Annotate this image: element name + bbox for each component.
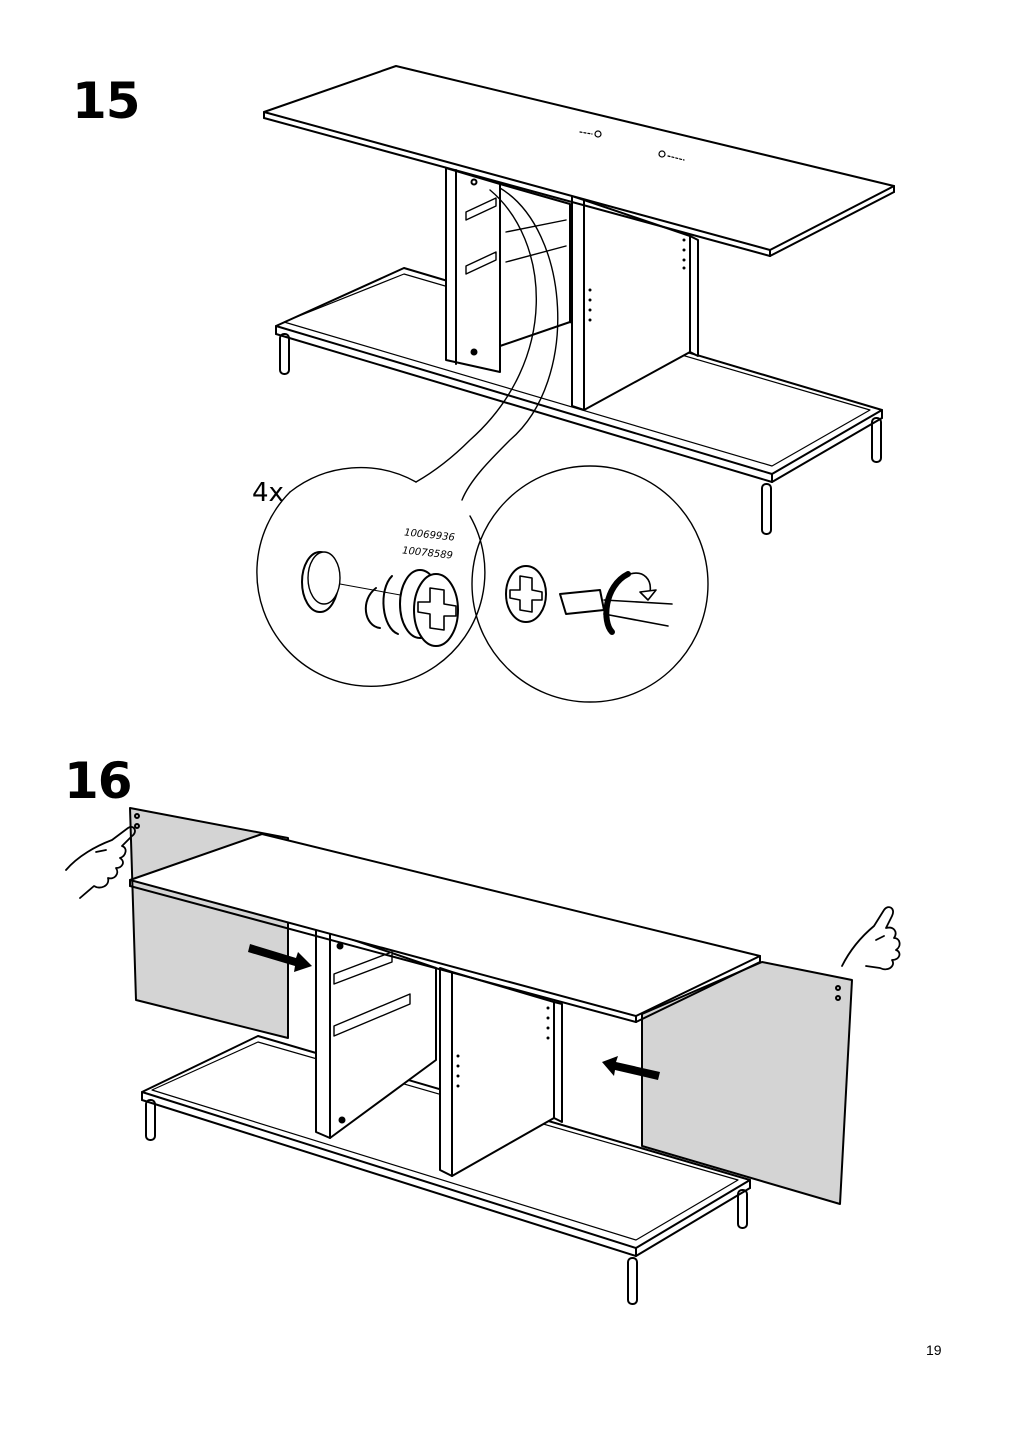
step-15-number: 15 xyxy=(72,72,141,130)
base-frame xyxy=(275,267,883,483)
quantity-label: 4x xyxy=(252,478,284,508)
legs xyxy=(279,333,882,535)
step-15-illustration xyxy=(256,65,895,703)
cam-lock-detail xyxy=(256,466,486,688)
right-panel xyxy=(689,235,699,357)
left-panel xyxy=(445,167,501,373)
left-panel-16 xyxy=(315,927,437,1139)
step-16-number: 16 xyxy=(64,752,133,810)
right-panel-16 xyxy=(553,1001,563,1123)
top-panel-16 xyxy=(129,833,761,1023)
arrow-right xyxy=(248,944,312,972)
page-number: 19 xyxy=(926,1342,942,1358)
pointing-hand-right-icon xyxy=(841,906,901,971)
pointing-hand-left-icon xyxy=(65,826,136,899)
arrow-left xyxy=(602,1056,660,1080)
step-16-illustration xyxy=(65,807,901,1305)
middle-panel xyxy=(571,195,691,411)
callout-leader xyxy=(415,187,559,501)
top-panel xyxy=(263,65,895,257)
screwdriver-detail xyxy=(471,465,709,703)
